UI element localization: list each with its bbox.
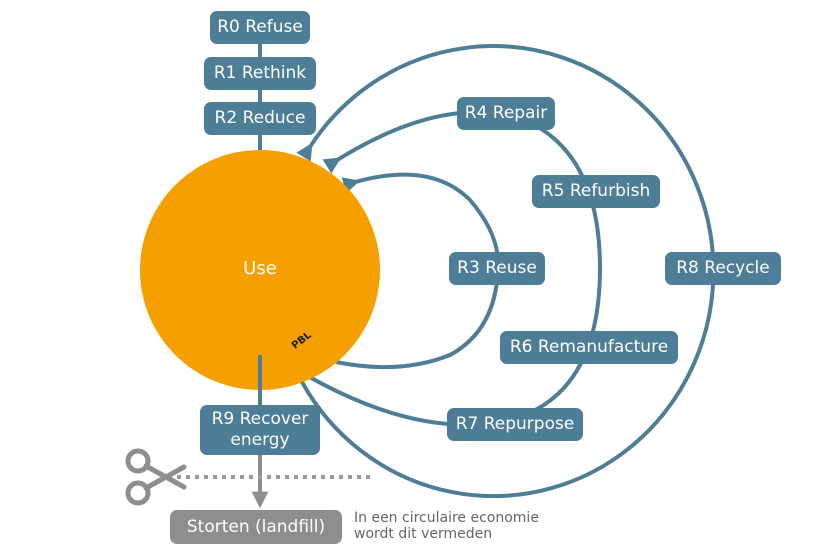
r0-refuse-box: R0 Refuse (210, 11, 310, 44)
scissors-icon (125, 448, 187, 506)
r1-rethink-box: R1 Rethink (204, 57, 316, 90)
use-label: Use (243, 258, 277, 279)
landfill-note: In een circulaire economie wordt dit ver… (354, 510, 539, 542)
r5-refurbish-box: R5 Refurbish (532, 175, 660, 208)
use-circle (140, 150, 380, 390)
r4-repair-box: R4 Repair (457, 97, 555, 130)
r9-recover-energy-box: R9 Recover energy (200, 405, 320, 455)
r9-line2: energy (230, 430, 290, 450)
landfill-box: Storten (landfill) (170, 510, 342, 544)
landfill-note-line2: wordt dit vermeden (354, 526, 493, 542)
r2-reduce-box: R2 Reduce (204, 102, 316, 135)
r9-line1: R9 Recover (211, 409, 309, 429)
r7-repurpose-box: R7 Repurpose (447, 408, 583, 441)
r8-recycle-box: R8 Recycle (665, 252, 781, 285)
landfill-note-line1: In een circulaire economie (354, 510, 539, 526)
r6-remanufacture-box: R6 Remanufacture (500, 331, 678, 364)
r3-reuse-box: R3 Reuse (449, 252, 545, 285)
